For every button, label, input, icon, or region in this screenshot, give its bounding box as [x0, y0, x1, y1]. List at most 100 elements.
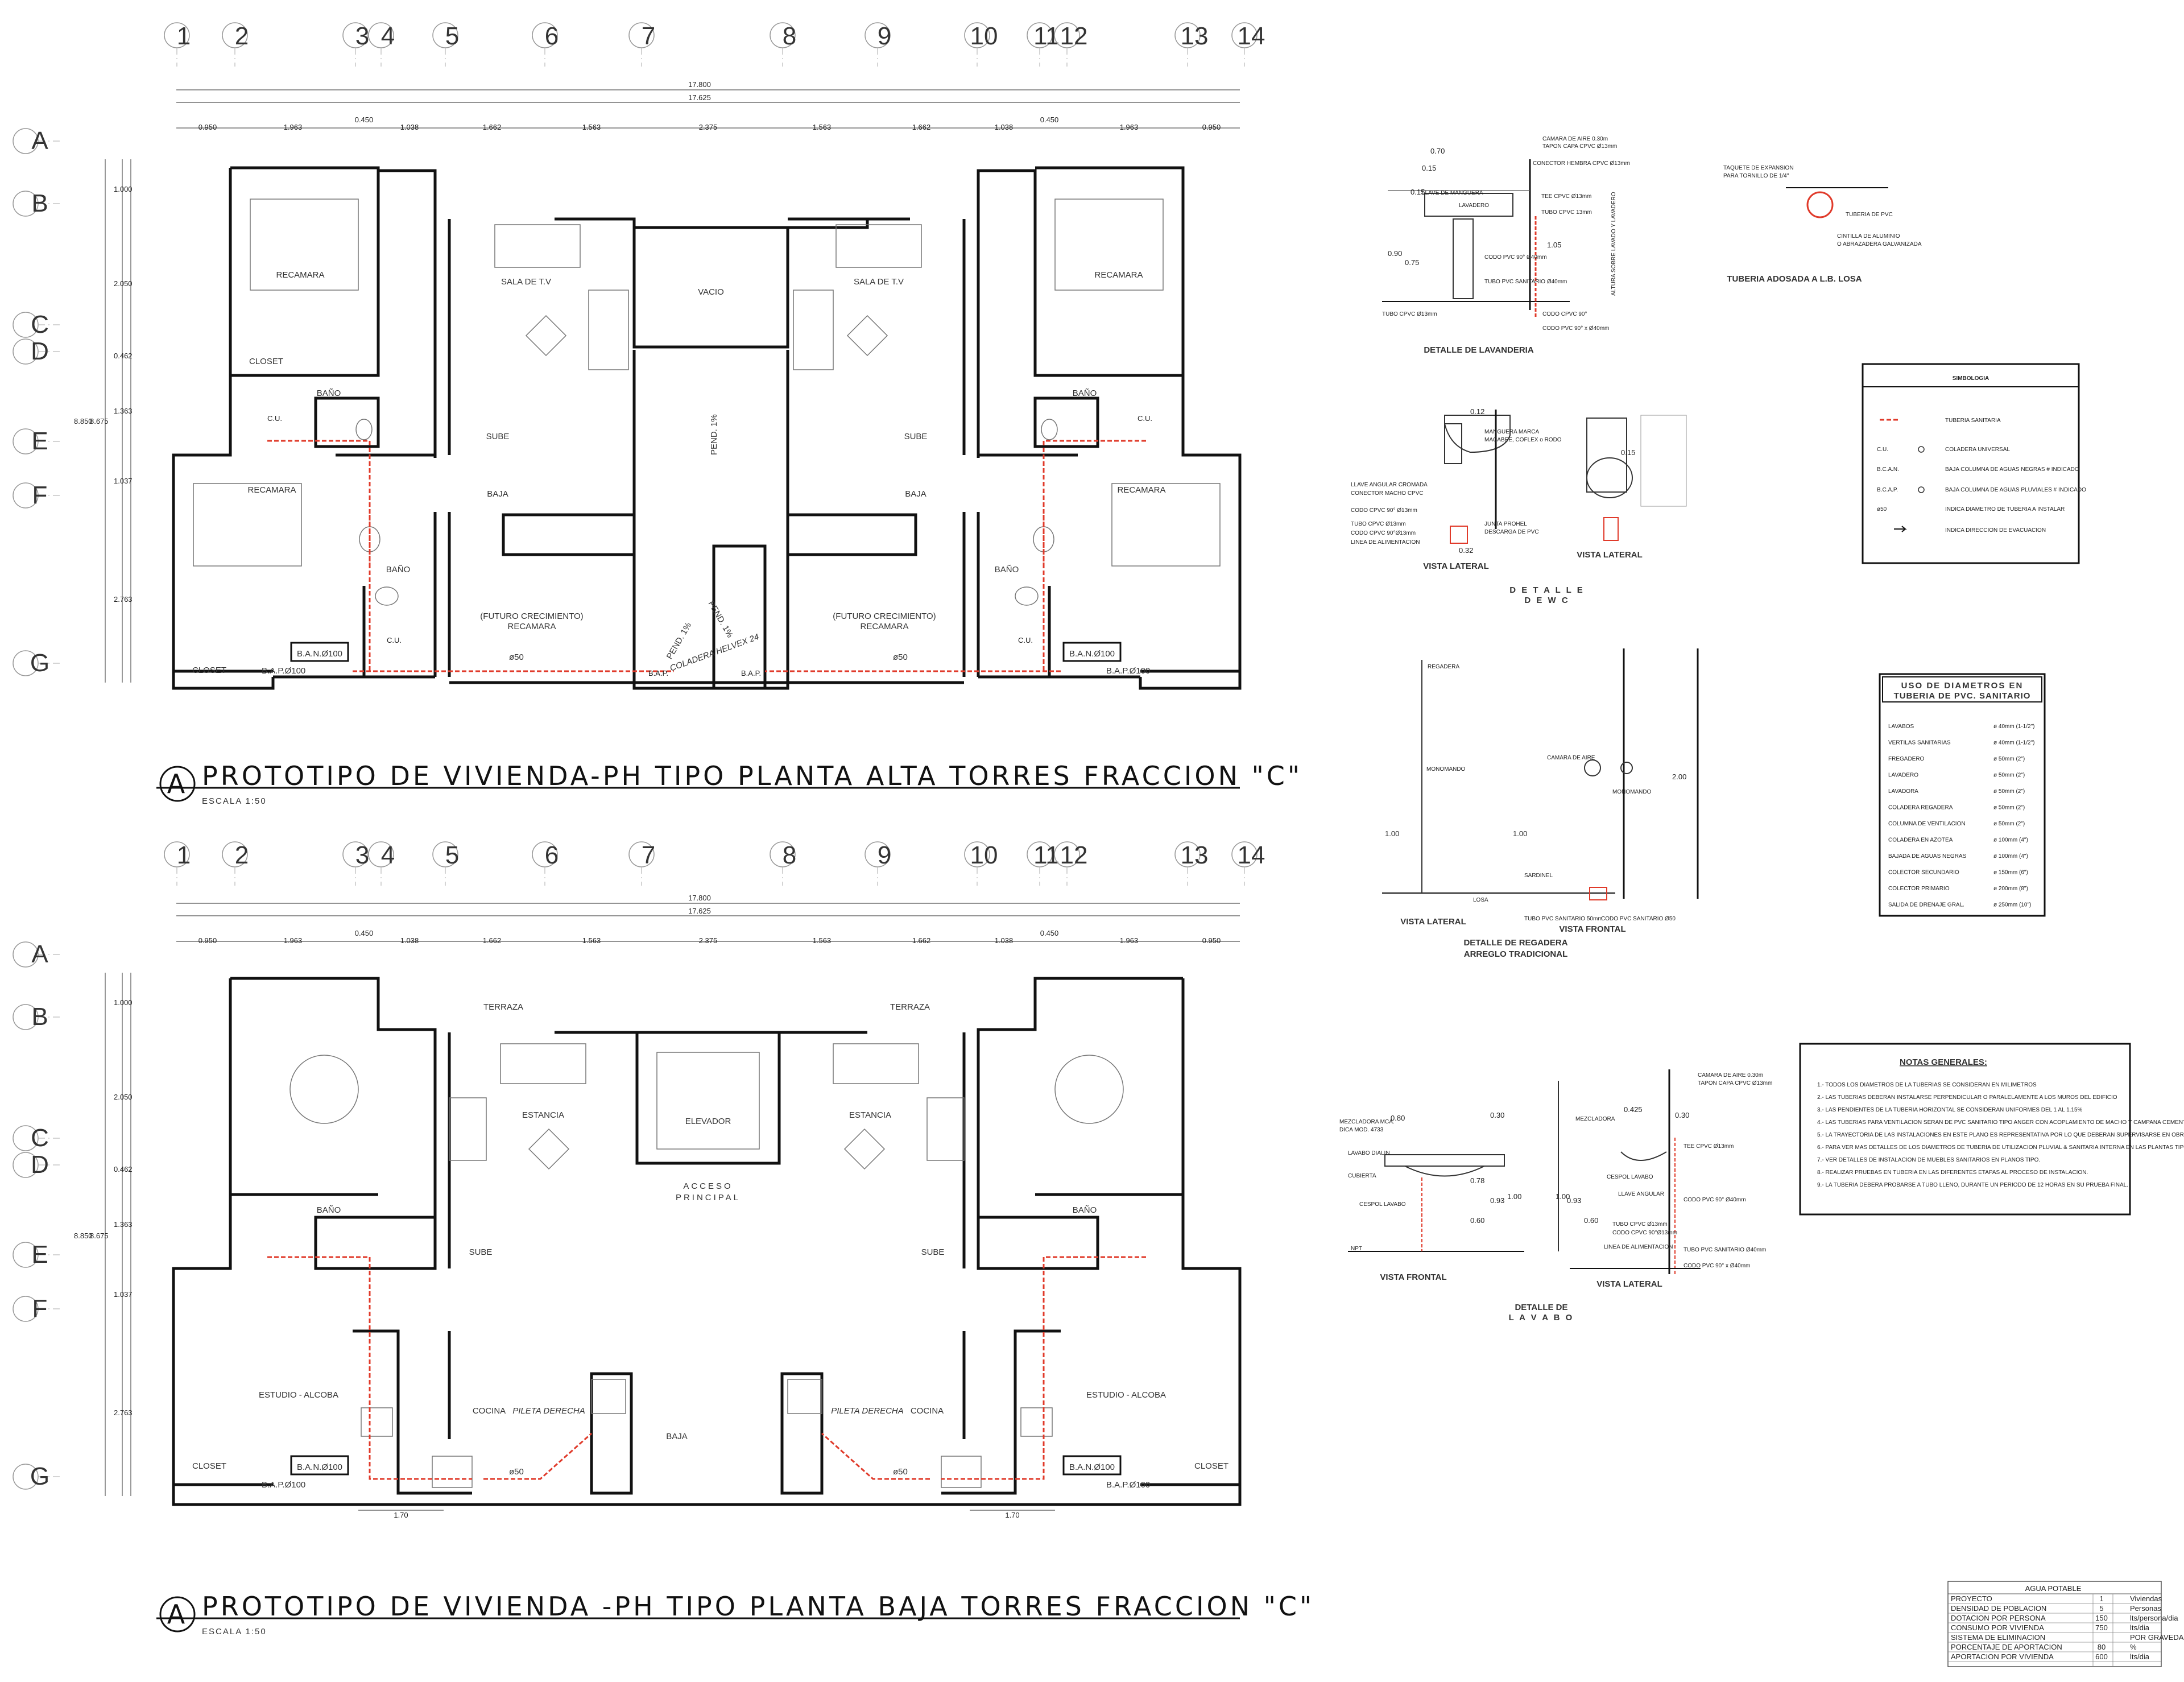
column-dimension: 0.950 — [198, 123, 217, 131]
stair-sube: SUBE — [921, 1247, 945, 1257]
plan-upper-walls — [172, 166, 1242, 690]
grid-column-label: 4 — [381, 22, 395, 50]
plan-title: PROTOTIPO DE VIVIENDA -PH TIPO PLANTA BA… — [202, 1591, 1314, 1622]
svg-text:0.78: 0.78 — [1470, 1176, 1484, 1185]
diametro-uso: LAVADERO — [1888, 772, 1918, 779]
bap-label: B.A.P.Ø100 — [1106, 666, 1150, 676]
grid-column-label: 2 — [235, 841, 249, 869]
room-estancia: ESTANCIA — [522, 1110, 564, 1120]
svg-text:TUBO CPVC Ø13mm: TUBO CPVC Ø13mm — [1382, 311, 1437, 317]
row-dimension: 1.037 — [114, 477, 133, 485]
dim-height-inner-upper: 8.675 — [90, 417, 109, 425]
column-dimension: 0.450 — [355, 929, 374, 937]
column-dimension: 1.038 — [400, 936, 419, 945]
room-terraza: TERRAZA — [483, 1002, 523, 1012]
pipe-diameter: ø50 — [509, 1467, 524, 1477]
diametro-valor: ø 50mm (2") — [1993, 821, 2025, 827]
svg-text:LINEA DE ALIMENTACION: LINEA DE ALIMENTACION — [1604, 1244, 1673, 1250]
arrow-icon — [1894, 526, 1907, 532]
diametro-valor: ø 50mm (2") — [1993, 756, 2025, 762]
plan-upper-title: A PROTOTIPO DE VIVIENDA-PH TIPO PLANTA A… — [156, 761, 1300, 806]
room-estudio: ESTUDIO - ALCOBA — [259, 1390, 338, 1400]
svg-text:CUBIERTA: CUBIERTA — [1348, 1173, 1376, 1179]
column-dimension: 0.950 — [198, 936, 217, 945]
grid-row-label: D — [31, 337, 49, 365]
column-dimension: 0.450 — [1040, 115, 1059, 124]
diametro-valor: ø 150mm (6") — [1993, 870, 2028, 876]
svg-text:VISTA LATERAL: VISTA LATERAL — [1400, 917, 1466, 927]
agua-unit: Viviendas — [2130, 1594, 2162, 1603]
row-dimension: 1.363 — [114, 1220, 133, 1229]
agua-label: DENSIDAD DE POBLACION — [1951, 1604, 2046, 1613]
pipe-diameter: ø50 — [509, 652, 524, 662]
simbologia-description: INDICA DIRECCION DE EVACUACION — [1945, 527, 2046, 534]
column-dimension: 2.375 — [699, 123, 718, 131]
dim-inner-lower: 17.625 — [688, 907, 711, 915]
svg-text:LAVABO DIALIN: LAVABO DIALIN — [1348, 1150, 1390, 1156]
ban-box — [290, 642, 349, 662]
svg-text:D E T A L L E: D E T A L L E — [1509, 585, 1585, 595]
slope-label: PEND. 1% — [665, 621, 694, 661]
svg-text:JUNTA PROHEL: JUNTA PROHEL — [1484, 521, 1527, 527]
stair-baja: BAJA — [905, 489, 926, 499]
agua-unit: lts/dia — [2130, 1623, 2150, 1632]
agua-unit: POR GRAVEDAD — [2130, 1633, 2184, 1642]
room-futuro: (FUTURO CRECIMIENTO) — [480, 611, 583, 621]
grid-row-label: G — [30, 649, 49, 677]
svg-text:0.15: 0.15 — [1621, 448, 1635, 457]
stair-baja: BAJA — [487, 489, 508, 499]
diametro-uso: COLECTOR PRIMARIO — [1888, 886, 1950, 892]
grid-column-label: 7 — [642, 22, 655, 50]
column-dimension: 0.450 — [1040, 929, 1059, 937]
ban-label: B.A.N.Ø100 — [1069, 649, 1115, 659]
plan-lower-sanitary-pipes — [267, 1256, 1146, 1480]
agua-value: 600 — [2095, 1652, 2108, 1661]
grid-row-label: C — [31, 311, 49, 338]
grid-column-label: 3 — [355, 22, 369, 50]
room-bano: BAÑO — [995, 565, 1019, 575]
svg-text:0.60: 0.60 — [1584, 1216, 1598, 1225]
svg-text:CODO CPVC 90°: CODO CPVC 90° — [1542, 311, 1587, 317]
svg-text:MEZCLADORA MCA.: MEZCLADORA MCA. — [1339, 1119, 1395, 1125]
simbologia-box: SIMBOLOGIA TUBERIA SANITARIAC.U.COLADERA… — [1862, 363, 2086, 564]
room-vacio: VACIO — [698, 287, 724, 297]
svg-text:0.60: 0.60 — [1470, 1216, 1484, 1225]
svg-text:L A V A B O: L A V A B O — [1509, 1313, 1574, 1323]
grid-row-label: B — [31, 1003, 48, 1031]
svg-text:1.05: 1.05 — [1547, 241, 1561, 249]
svg-text:0.30: 0.30 — [1675, 1111, 1689, 1119]
svg-text:TEE CPVC Ø13mm: TEE CPVC Ø13mm — [1541, 193, 1591, 200]
room-bano: BAÑO — [1073, 1205, 1097, 1215]
diametros-table: USO DE DIAMETROS EN TUBERIA DE PVC. SANI… — [1879, 673, 2046, 917]
grid-column-label: 1 — [177, 22, 191, 50]
grid-column-label: 10 — [970, 841, 998, 869]
svg-text:TAPON CAPA CPVC Ø13mm: TAPON CAPA CPVC Ø13mm — [1542, 143, 1617, 150]
plan-scale: ESCALA 1:50 — [202, 1627, 267, 1636]
ban-box — [1062, 642, 1122, 662]
svg-text:0.75: 0.75 — [1405, 258, 1419, 267]
svg-text:0.80: 0.80 — [1391, 1114, 1405, 1122]
column-dimension: 0.450 — [355, 115, 374, 124]
row-dimension: 2.050 — [114, 1093, 133, 1101]
svg-text:TEE CPVC Ø13mm: TEE CPVC Ø13mm — [1684, 1143, 1734, 1150]
plan-scale: ESCALA 1:50 — [202, 796, 267, 806]
column-dimension: 1.038 — [400, 123, 419, 131]
column-dimension: 1.963 — [284, 936, 303, 945]
nota-item: 4.- LAS TUBERIAS PARA VENTILACION SERAN … — [1817, 1119, 2184, 1126]
detail-title: TUBERIA ADOSADA A L.B. LOSA — [1727, 274, 1862, 284]
diametro-uso: COLADERA EN AZOTEA — [1888, 837, 1953, 844]
svg-text:USO DE DIAMETROS EN: USO DE DIAMETROS EN — [1901, 681, 2024, 691]
svg-text:D E W C: D E W C — [1524, 596, 1569, 605]
agua-label: SISTEMA DE ELIMINACION — [1951, 1633, 2045, 1642]
coladera-icon — [1918, 446, 1925, 453]
detail-title: DETALLE DE LAVANDERIA — [1424, 345, 1533, 355]
grid-row-label: C — [31, 1124, 49, 1152]
agua-label: CONSUMO POR VIVIENDA — [1951, 1623, 2044, 1632]
dim-height-inner-lower: 8.675 — [90, 1231, 109, 1240]
room-sala-tv: SALA DE T.V — [501, 277, 551, 287]
svg-text:1.00: 1.00 — [1556, 1192, 1570, 1201]
